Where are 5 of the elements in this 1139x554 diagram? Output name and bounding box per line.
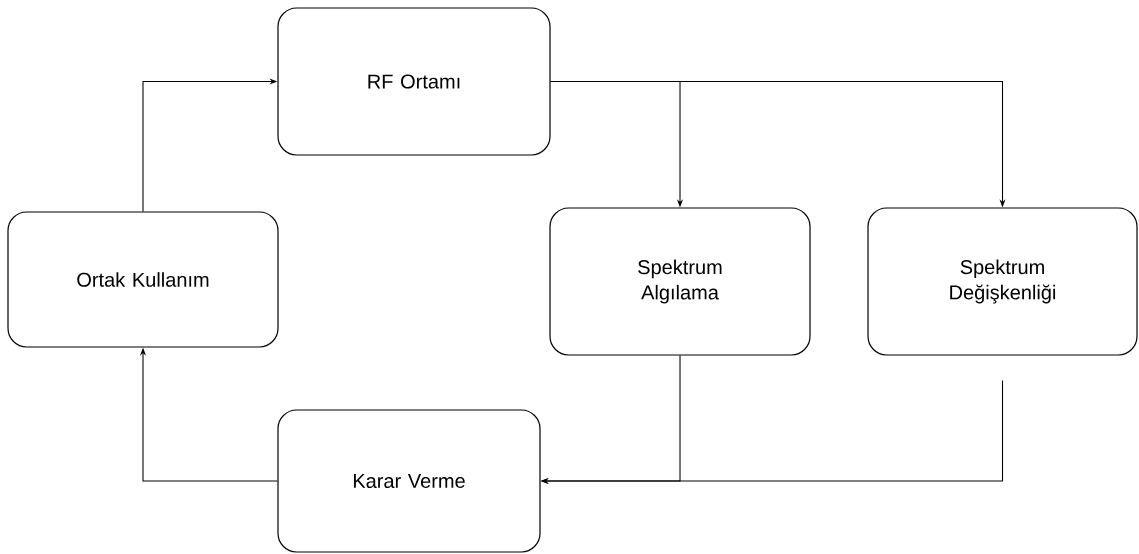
process-box: Spektrum Değişkenliği bbox=[867, 207, 1138, 356]
process-box: Ortak Kullanım bbox=[7, 211, 279, 348]
process-box: Karar Verme bbox=[277, 409, 541, 553]
process-box: RF Ortamı bbox=[277, 7, 551, 156]
process-box: Spektrum Algılama bbox=[549, 207, 811, 356]
